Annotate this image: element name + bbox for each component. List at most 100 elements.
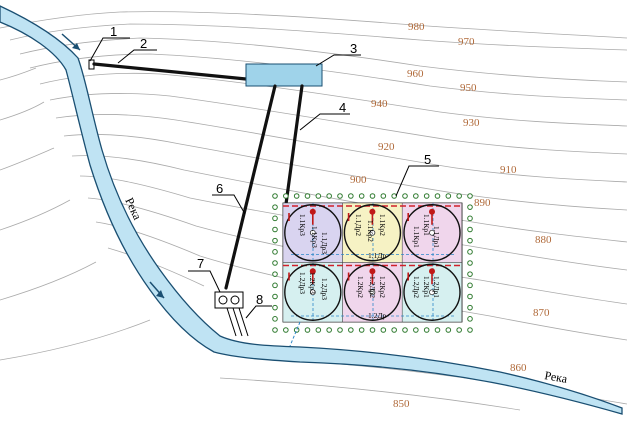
zone-label-bottom-1-side1: 1.2Др3 — [298, 272, 307, 294]
grid-node-42 — [467, 215, 473, 222]
well-head-1-1 — [309, 208, 316, 215]
grid-node-44 — [467, 226, 473, 233]
elevation-980: 980 — [408, 21, 425, 33]
elevation-950: 950 — [460, 82, 477, 94]
grid-node-1 — [272, 193, 278, 199]
grid-node-34 — [445, 327, 452, 333]
supply-pipeline — [92, 62, 248, 81]
grid-node-36 — [456, 327, 462, 333]
callout-2: 2 — [140, 36, 147, 51]
zone-label-bottom-3-side2: 1.2Др1 — [432, 276, 441, 298]
zone-circle-2-2 — [343, 263, 402, 321]
well-head-1-2 — [369, 208, 376, 215]
grid-node-24 — [391, 327, 397, 333]
zone-label-top-3-side1: 1.1Кр1 — [412, 226, 421, 248]
well-centre-2-2 — [369, 289, 376, 296]
contour-line-19 — [0, 199, 71, 231]
zone-label-bottom-2-side1: 1.2Др2 — [368, 276, 377, 298]
grid-node-6 — [293, 327, 300, 333]
elevation-880: 880 — [535, 234, 552, 246]
callout-8-leader — [245, 305, 272, 319]
callouts: 1 2 3 4 5 6 7 8 — [89, 24, 439, 319]
grid-node-35 — [456, 193, 462, 199]
grid-node-50 — [467, 260, 473, 266]
contour-line-9 — [71, 155, 627, 243]
grid-node-57 — [272, 304, 278, 311]
contour-line-18 — [0, 147, 55, 171]
elevation-930: 930 — [463, 117, 480, 129]
zone-label-top-2-main: 1.1Кр2 — [366, 220, 375, 242]
elevation-920: 920 — [378, 141, 395, 153]
well-centre-1-1 — [309, 229, 316, 236]
well-head-2-2 — [369, 268, 376, 275]
grid-node-3 — [283, 193, 289, 199]
grid-node-41 — [272, 215, 278, 222]
grid-node-21 — [380, 193, 387, 199]
grid-node-43 — [272, 226, 278, 233]
zone-labels: 1.1Кр3 1.1Кр3 1.1Др3 1.1Др2 1.1Кр2 1.1Кр… — [298, 214, 441, 320]
river-flow-arrow-1-head — [72, 43, 80, 50]
zone-label-bottom-3-side1: 1.2Др2 — [412, 276, 421, 298]
grid-node-52 — [467, 271, 473, 277]
grid-node-58 — [467, 304, 473, 311]
grid-node-31 — [434, 193, 441, 199]
contour-line-17 — [0, 101, 45, 121]
grid-node-10 — [315, 327, 322, 333]
river-flow-arrow-2-head — [156, 290, 164, 298]
elevation-860: 860 — [510, 362, 527, 374]
pipeline-to-field — [284, 84, 304, 206]
contour-line-6 — [49, 93, 627, 155]
zone-label-top-1-side1: 1.1Кр3 — [298, 214, 307, 236]
grid-node-20 — [369, 327, 376, 333]
grid-node-39 — [272, 204, 278, 210]
zone-label-bottom-2-main: 1.2Кр2 — [356, 276, 365, 298]
grid-node-13 — [337, 193, 343, 199]
grid-node-45 — [272, 237, 278, 244]
contour-line-16 — [0, 67, 37, 81]
grid-node-12 — [326, 327, 332, 333]
grid-node-14 — [337, 327, 343, 333]
grid-node-4 — [283, 327, 289, 333]
pump-station — [214, 291, 249, 337]
elevation-940: 940 — [371, 98, 388, 110]
grid-node-55 — [272, 293, 278, 300]
elevation-960: 960 — [407, 68, 424, 80]
grid-node-7 — [304, 193, 311, 199]
grid-node-19 — [369, 193, 376, 199]
grid-node-56 — [467, 293, 473, 300]
grid-node-27 — [413, 193, 419, 199]
well-head-2-1 — [309, 268, 316, 275]
grid-node-8 — [304, 327, 311, 333]
irrigation-field: 1.1Кр3 1.1Кр3 1.1Др3 1.1Др2 1.1Кр2 1.1Кр… — [272, 193, 473, 333]
wells — [288, 208, 435, 296]
grid-node-28 — [413, 327, 419, 333]
well-centre-1-2 — [369, 229, 376, 236]
grid-node-33 — [445, 193, 452, 199]
zone-label-bottom-2-side2: 1.2Кр2 — [378, 276, 387, 298]
zone-label-top-2-side1: 1.1Др2 — [354, 214, 363, 236]
elevation-900: 900 — [350, 174, 367, 186]
well-head-2-3 — [429, 268, 435, 275]
grid-node-2 — [272, 327, 278, 333]
grid-node-23 — [391, 193, 397, 199]
grid-node-5 — [293, 193, 300, 199]
grid-nodes — [272, 193, 473, 333]
zone-label-top-1-main: 1.1Кр3 — [310, 226, 319, 248]
callout-4: 4 — [339, 100, 346, 115]
grid-node-40 — [467, 204, 473, 210]
elevation-890: 890 — [474, 197, 491, 209]
contour-line-20 — [0, 261, 97, 301]
contour-line-1 — [0, 11, 627, 39]
river — [0, 5, 623, 415]
callout-1: 1 — [110, 24, 117, 39]
grid-node-32 — [434, 327, 441, 333]
zone-label-top-2-side2: 1.1Кр2 — [378, 214, 387, 236]
grid-node-30 — [423, 327, 430, 333]
elevation-910: 910 — [500, 164, 517, 176]
callout-2-leader — [117, 49, 157, 64]
zone-circle-2-1 — [284, 263, 342, 321]
contour-line-2 — [9, 23, 627, 51]
contour-line-15 — [219, 377, 521, 411]
well-centre-2-3 — [429, 289, 435, 296]
grid-node-51 — [272, 271, 278, 277]
